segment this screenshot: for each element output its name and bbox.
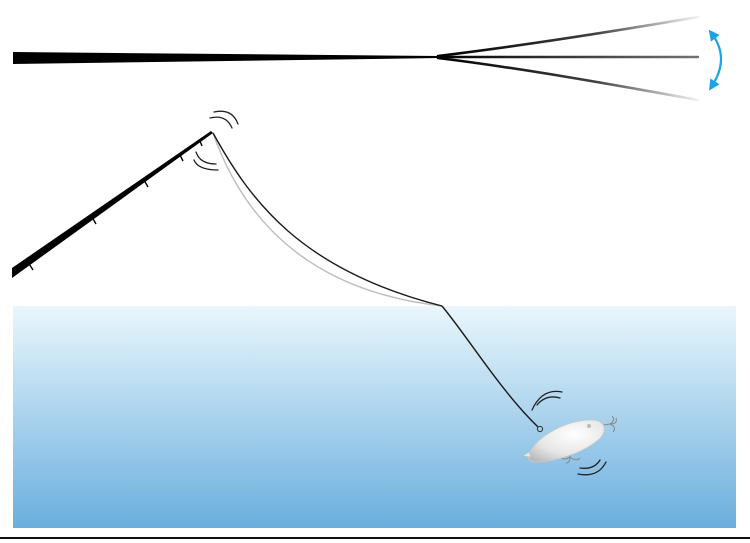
rod-guide — [199, 140, 203, 147]
fishing-line-previous-position — [212, 132, 443, 307]
fishing-line-underwater — [441, 305, 539, 428]
vibration-arc — [577, 461, 607, 476]
rod-blank-top — [13, 52, 440, 64]
rod-guides — [27, 140, 203, 271]
vibration-arc — [536, 396, 561, 406]
vibration-arc — [531, 390, 563, 411]
vibration-arc — [195, 151, 217, 165]
rod-guide — [143, 179, 149, 188]
lure-lip — [522, 451, 532, 458]
vibration-arc — [193, 159, 219, 171]
rod-tip-up-position — [436, 15, 700, 58]
vibration-arc-icon — [531, 390, 607, 476]
bottom-rule — [0, 537, 750, 539]
curved-double-arrow-icon — [708, 29, 723, 91]
lure-line-tie — [536, 425, 544, 433]
vibration-arc — [213, 110, 239, 125]
rod-guide — [27, 261, 34, 271]
vibration-arc — [579, 459, 601, 469]
lure-body — [527, 419, 605, 463]
crankbait-lure-icon — [522, 390, 617, 476]
rod-guide — [179, 154, 184, 162]
rod-and-line-illustration — [12, 110, 539, 428]
rod-guide — [91, 216, 97, 225]
vibration-arc-icon — [193, 110, 239, 171]
rod-tip-down-position — [436, 56, 700, 102]
rod-blank-angled — [12, 131, 213, 278]
rod-tip-flex-illustration — [13, 15, 723, 102]
fishing-line-above-water — [212, 132, 443, 307]
vibration-arc — [209, 116, 233, 129]
lure-eye — [587, 424, 591, 428]
water-body — [13, 306, 736, 528]
